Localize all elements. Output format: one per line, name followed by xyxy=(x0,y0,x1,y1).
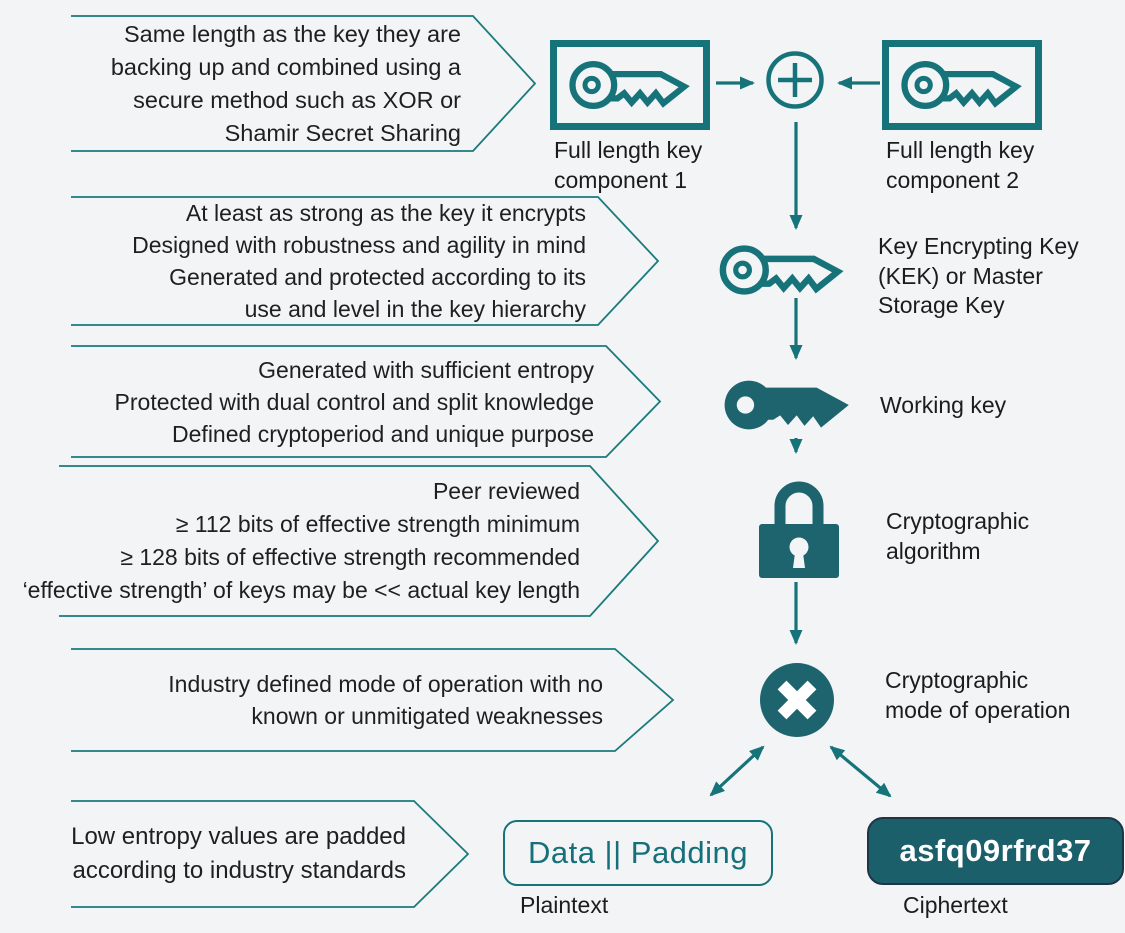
ciphertext-label: Ciphertext xyxy=(903,892,1008,918)
mode-label: Cryptographic mode of operation xyxy=(885,667,1071,723)
callout-algorithm: Peer reviewed ≥ 112 bits of effective st… xyxy=(23,465,660,617)
working-key-label: Working key xyxy=(880,392,1007,418)
plaintext-label: Plaintext xyxy=(520,892,609,918)
ciphertext-value: asfq09rfrd37 xyxy=(899,833,1092,868)
key-component-1-box xyxy=(550,40,710,130)
key-outline-icon xyxy=(569,61,690,109)
callout-chevron-shape xyxy=(71,345,662,458)
callout-padding: Low entropy values are padded according … xyxy=(70,800,470,908)
x-circle-icon xyxy=(760,663,834,737)
callout-text: Low entropy values are padded according … xyxy=(71,823,406,884)
callout-key-components: Same length as the key they are backing … xyxy=(70,15,537,152)
callout-working-key: Generated with sufficient entropy Protec… xyxy=(70,345,662,458)
key-outline-icon xyxy=(901,61,1022,109)
ciphertext-box: asfq09rfrd37 xyxy=(867,817,1124,885)
kek-label: Key Encrypting Key (KEK) or Master Stora… xyxy=(878,233,1079,318)
key-component-2-label: Full length key component 2 xyxy=(886,137,1035,193)
callout-kek: At least as strong as the key it encrypt… xyxy=(70,196,660,326)
key-component-1-label: Full length key component 1 xyxy=(554,137,703,193)
callout-chevron-shape xyxy=(71,15,537,152)
callout-chevron-shape xyxy=(59,465,660,617)
callout-mode: Industry defined mode of operation with … xyxy=(70,648,675,752)
callout-text: At least as strong as the key it encrypt… xyxy=(132,200,586,322)
algorithm-label: Cryptographic algorithm xyxy=(886,508,1030,564)
callout-text: Generated with sufficient entropy Protec… xyxy=(114,356,594,447)
callout-chevron-shape xyxy=(71,196,660,326)
callout-chevron-shape xyxy=(71,800,470,908)
callout-text: Industry defined mode of operation with … xyxy=(168,671,603,729)
key-outline-icon xyxy=(719,245,844,295)
callout-text: Same length as the key they are backing … xyxy=(110,20,461,146)
callout-text: Peer reviewed ≥ 112 bits of effective st… xyxy=(22,478,580,603)
key-solid-icon xyxy=(724,380,849,430)
callout-chevron-shape xyxy=(71,648,675,752)
key-component-2-box xyxy=(882,40,1042,130)
plaintext-value: Data || Padding xyxy=(527,835,749,870)
plaintext-box: Data || Padding xyxy=(503,820,773,886)
xor-plus-icon xyxy=(766,51,824,109)
padlock-icon xyxy=(759,481,839,578)
